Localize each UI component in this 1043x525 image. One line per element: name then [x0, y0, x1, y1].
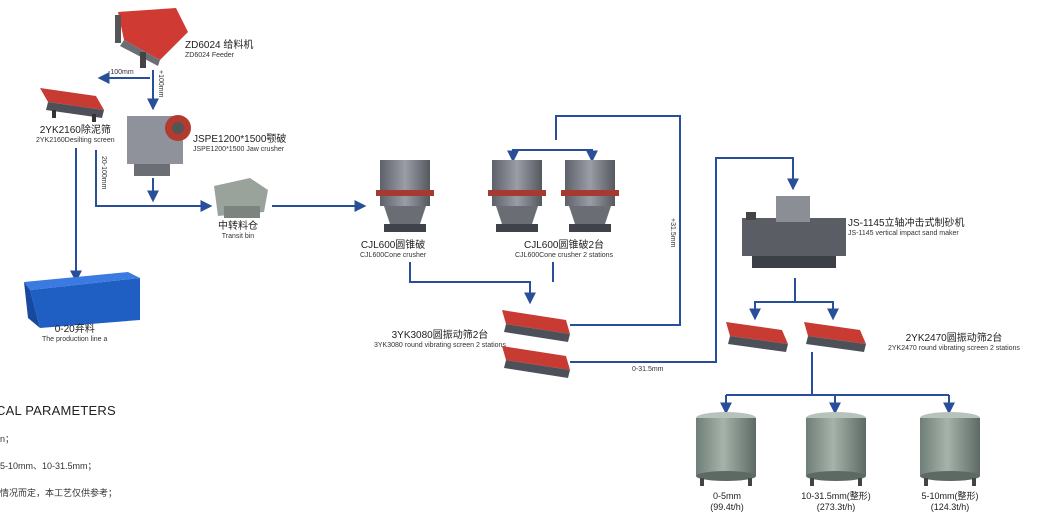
product-label-1: 0-5mm (99.4t/h): [696, 491, 758, 514]
product-silo-1: [696, 412, 756, 486]
parameter-line-2: 5-10mm、10-31.5mm；: [0, 461, 97, 471]
jaw-crusher-label-en: JSPE1200*1500 Jaw crusher: [193, 145, 285, 153]
flow-desilting-to-transit: [95, 150, 213, 212]
jaw-crusher-machine: [127, 115, 191, 176]
jaw-crusher-label: JSPE1200*1500颚破 JSPE1200*1500 Jaw crushe…: [193, 134, 286, 154]
jaw-crusher-label-cn: JSPE1200*1500颚破: [193, 134, 287, 145]
feeder-label-cn: ZD6024 给料机: [185, 40, 254, 51]
product-label-3: 5-10mm(整形) (124.3t/h): [910, 491, 990, 514]
product-1-name: 0-5mm: [712, 491, 741, 501]
product-1-rate: (99.4t/h): [710, 502, 744, 513]
flow-screen-return: [555, 115, 681, 326]
vibrating-screen-3yk-machine: [502, 310, 570, 378]
flow-sandmaker-to-screens: [754, 278, 834, 316]
vibrating-screen-2yk-machine: [726, 322, 866, 352]
waste-label: 0-20弃料 The production line a: [42, 324, 107, 344]
cone-crusher-2-label-cn: CJL600圆锥破2台: [524, 240, 605, 251]
parameter-line-1: n；: [0, 434, 15, 444]
vibrating-screen-2yk-label: 2YK2470圆振动筛2台 2YK2470 round vibrating sc…: [888, 333, 1020, 353]
cone-crusher-2-label-en: CJL600Cone crusher 2 stations: [515, 251, 614, 259]
flow-label-20-100: 20-100mm: [100, 156, 107, 190]
flow-lines: [70, 70, 955, 415]
cone-crusher-label: CJL600圆锥破 CJL600Cone crusher: [360, 240, 426, 260]
desilting-screen-label-cn: 2YK2160除泥筛: [39, 125, 111, 136]
product-2-name: 10-31.5mm(整形): [801, 491, 871, 501]
cone-crusher-machine: [376, 160, 434, 232]
vibrating-screen-2yk-label-cn: 2YK2470圆振动筛2台: [905, 333, 1003, 344]
product-label-2: 10-31.5mm(整形) (273.3t/h): [792, 491, 880, 514]
flow-screen-to-sandmaker: [570, 157, 799, 363]
vibrating-screen-3yk-label-cn: 3YK3080圆振动筛2台: [391, 330, 489, 341]
desilting-screen-label: 2YK2160除泥筛 2YK2160Desilting screen: [36, 125, 115, 145]
flow-label-0-31-5: 0-31.5mm: [632, 366, 664, 373]
cone-crusher-label-en: CJL600Cone crusher: [360, 251, 427, 259]
sand-maker-label-cn: JS-1145立轴冲击式制砂机: [848, 218, 965, 229]
waste-label-en: The production line a: [42, 335, 108, 343]
flow-return-split: [512, 149, 593, 158]
transit-bin-label: 中转料仓 Transit bin: [218, 221, 258, 241]
product-3-name: 5-10mm(整形): [921, 491, 979, 501]
flow-label-plus31-5: +31.5mm: [669, 218, 676, 248]
sand-maker-label-en: JS-1145 vertical impact sand maker: [848, 229, 959, 237]
waste-bin-machine: [24, 272, 140, 328]
waste-label-cn: 0-20弃料: [54, 324, 95, 335]
cone-crusher-label-cn: CJL600圆锥破: [360, 240, 426, 251]
flow-screens-to-silos: [726, 352, 949, 396]
flow-label-minus100: -100mm: [108, 69, 134, 76]
cone-crusher-2-machine-a: [488, 160, 546, 232]
desilting-screen-label-en: 2YK2160Desilting screen: [36, 136, 115, 144]
parameter-line-3: 情况而定，本工艺仅供参考；: [0, 488, 118, 498]
sand-maker-machine: [742, 196, 846, 268]
vibrating-screen-2yk-label-en: 2YK2470 round vibrating screen 2 station…: [888, 344, 1020, 352]
vibrating-screen-3yk-label: 3YK3080圆振动筛2台 3YK3080 round vibrating sc…: [374, 330, 506, 350]
feeder-label: ZD6024 给料机 ZD6024 Feeder: [185, 40, 253, 60]
parameters-title: CAL PARAMETERS: [0, 403, 116, 418]
vibrating-screen-3yk-label-en: 3YK3080 round vibrating screen 2 station…: [374, 341, 506, 349]
flow-label-plus100: +100mm: [157, 70, 164, 98]
flow-cone-to-screen: [409, 262, 536, 305]
desilting-screen-machine: [40, 88, 104, 122]
product-3-rate: (124.3t/h): [930, 502, 970, 513]
product-silo-2: [806, 412, 866, 486]
cone-crusher-2-machine-b: [561, 160, 619, 232]
feeder-machine: [115, 8, 188, 68]
sand-maker-label: JS-1145立轴冲击式制砂机 JS-1145 vertical impact …: [848, 218, 965, 238]
product-silo-3: [920, 412, 980, 486]
transit-bin-label-cn: 中转料仓: [218, 221, 258, 232]
transit-bin-machine: [214, 178, 268, 218]
cone-crusher-2-label: CJL600圆锥破2台 CJL600Cone crusher 2 station…: [515, 240, 613, 260]
feeder-label-en: ZD6024 Feeder: [185, 51, 235, 59]
transit-bin-label-en: Transit bin: [221, 232, 255, 240]
product-2-rate: (273.3t/h): [816, 502, 856, 513]
